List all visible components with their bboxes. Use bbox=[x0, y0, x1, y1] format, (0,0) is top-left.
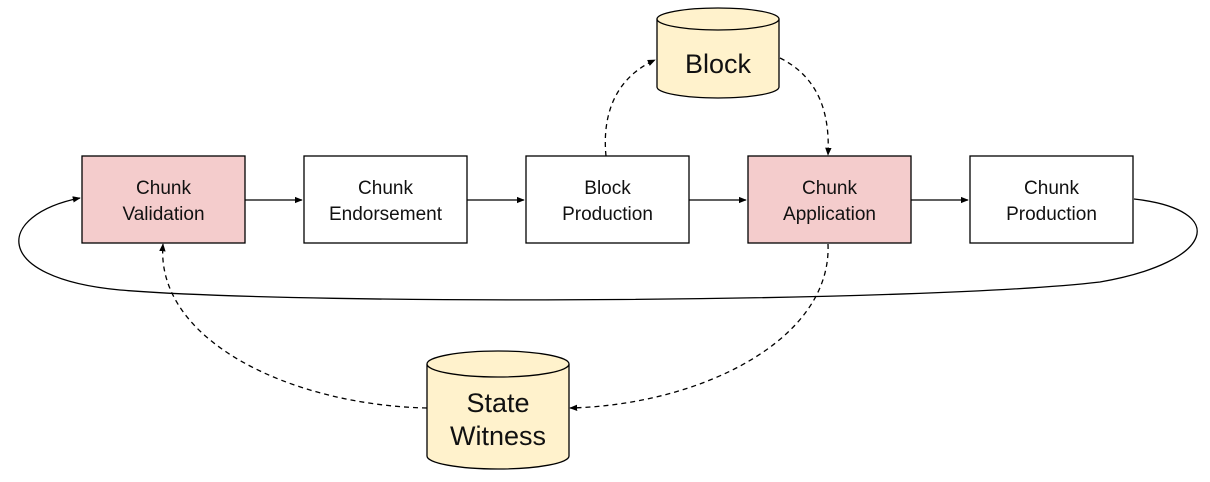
node-state-witness-line1: State bbox=[466, 388, 529, 418]
edge-state-witness-to-validation bbox=[159, 243, 428, 409]
node-state-witness-line2: Witness bbox=[450, 421, 546, 451]
node-chunk-production-line1: Chunk bbox=[1024, 178, 1079, 199]
node-block-cylinder: Block bbox=[656, 7, 780, 99]
node-chunk-application: Chunk Application bbox=[747, 155, 912, 244]
edge-block-production-to-block bbox=[604, 59, 656, 157]
node-chunk-validation-line1: Chunk bbox=[136, 178, 191, 199]
node-state-witness-cylinder: State Witness bbox=[426, 350, 570, 470]
node-chunk-application-line2: Application bbox=[783, 204, 876, 225]
edge-block-to-application bbox=[779, 57, 832, 156]
node-chunk-endorsement-line1: Chunk bbox=[358, 178, 413, 199]
node-block-production-line1: Block bbox=[584, 178, 631, 199]
node-chunk-endorsement-line2: Endorsement bbox=[329, 204, 443, 225]
node-chunk-production: Chunk Production bbox=[969, 155, 1134, 244]
loop-edge-production-to-validation bbox=[18, 196, 1198, 301]
node-chunk-application-line1: Chunk bbox=[802, 178, 857, 199]
node-block-production-line2: Production bbox=[562, 204, 653, 225]
node-chunk-validation: Chunk Validation bbox=[81, 155, 246, 244]
node-chunk-endorsement: Chunk Endorsement bbox=[303, 155, 468, 244]
edge-application-to-state-witness bbox=[569, 243, 829, 412]
node-chunk-validation-line2: Validation bbox=[122, 204, 204, 225]
node-block-production: Block Production bbox=[525, 155, 690, 244]
node-chunk-production-line2: Production bbox=[1006, 204, 1097, 225]
node-block-label: Block bbox=[685, 49, 752, 79]
